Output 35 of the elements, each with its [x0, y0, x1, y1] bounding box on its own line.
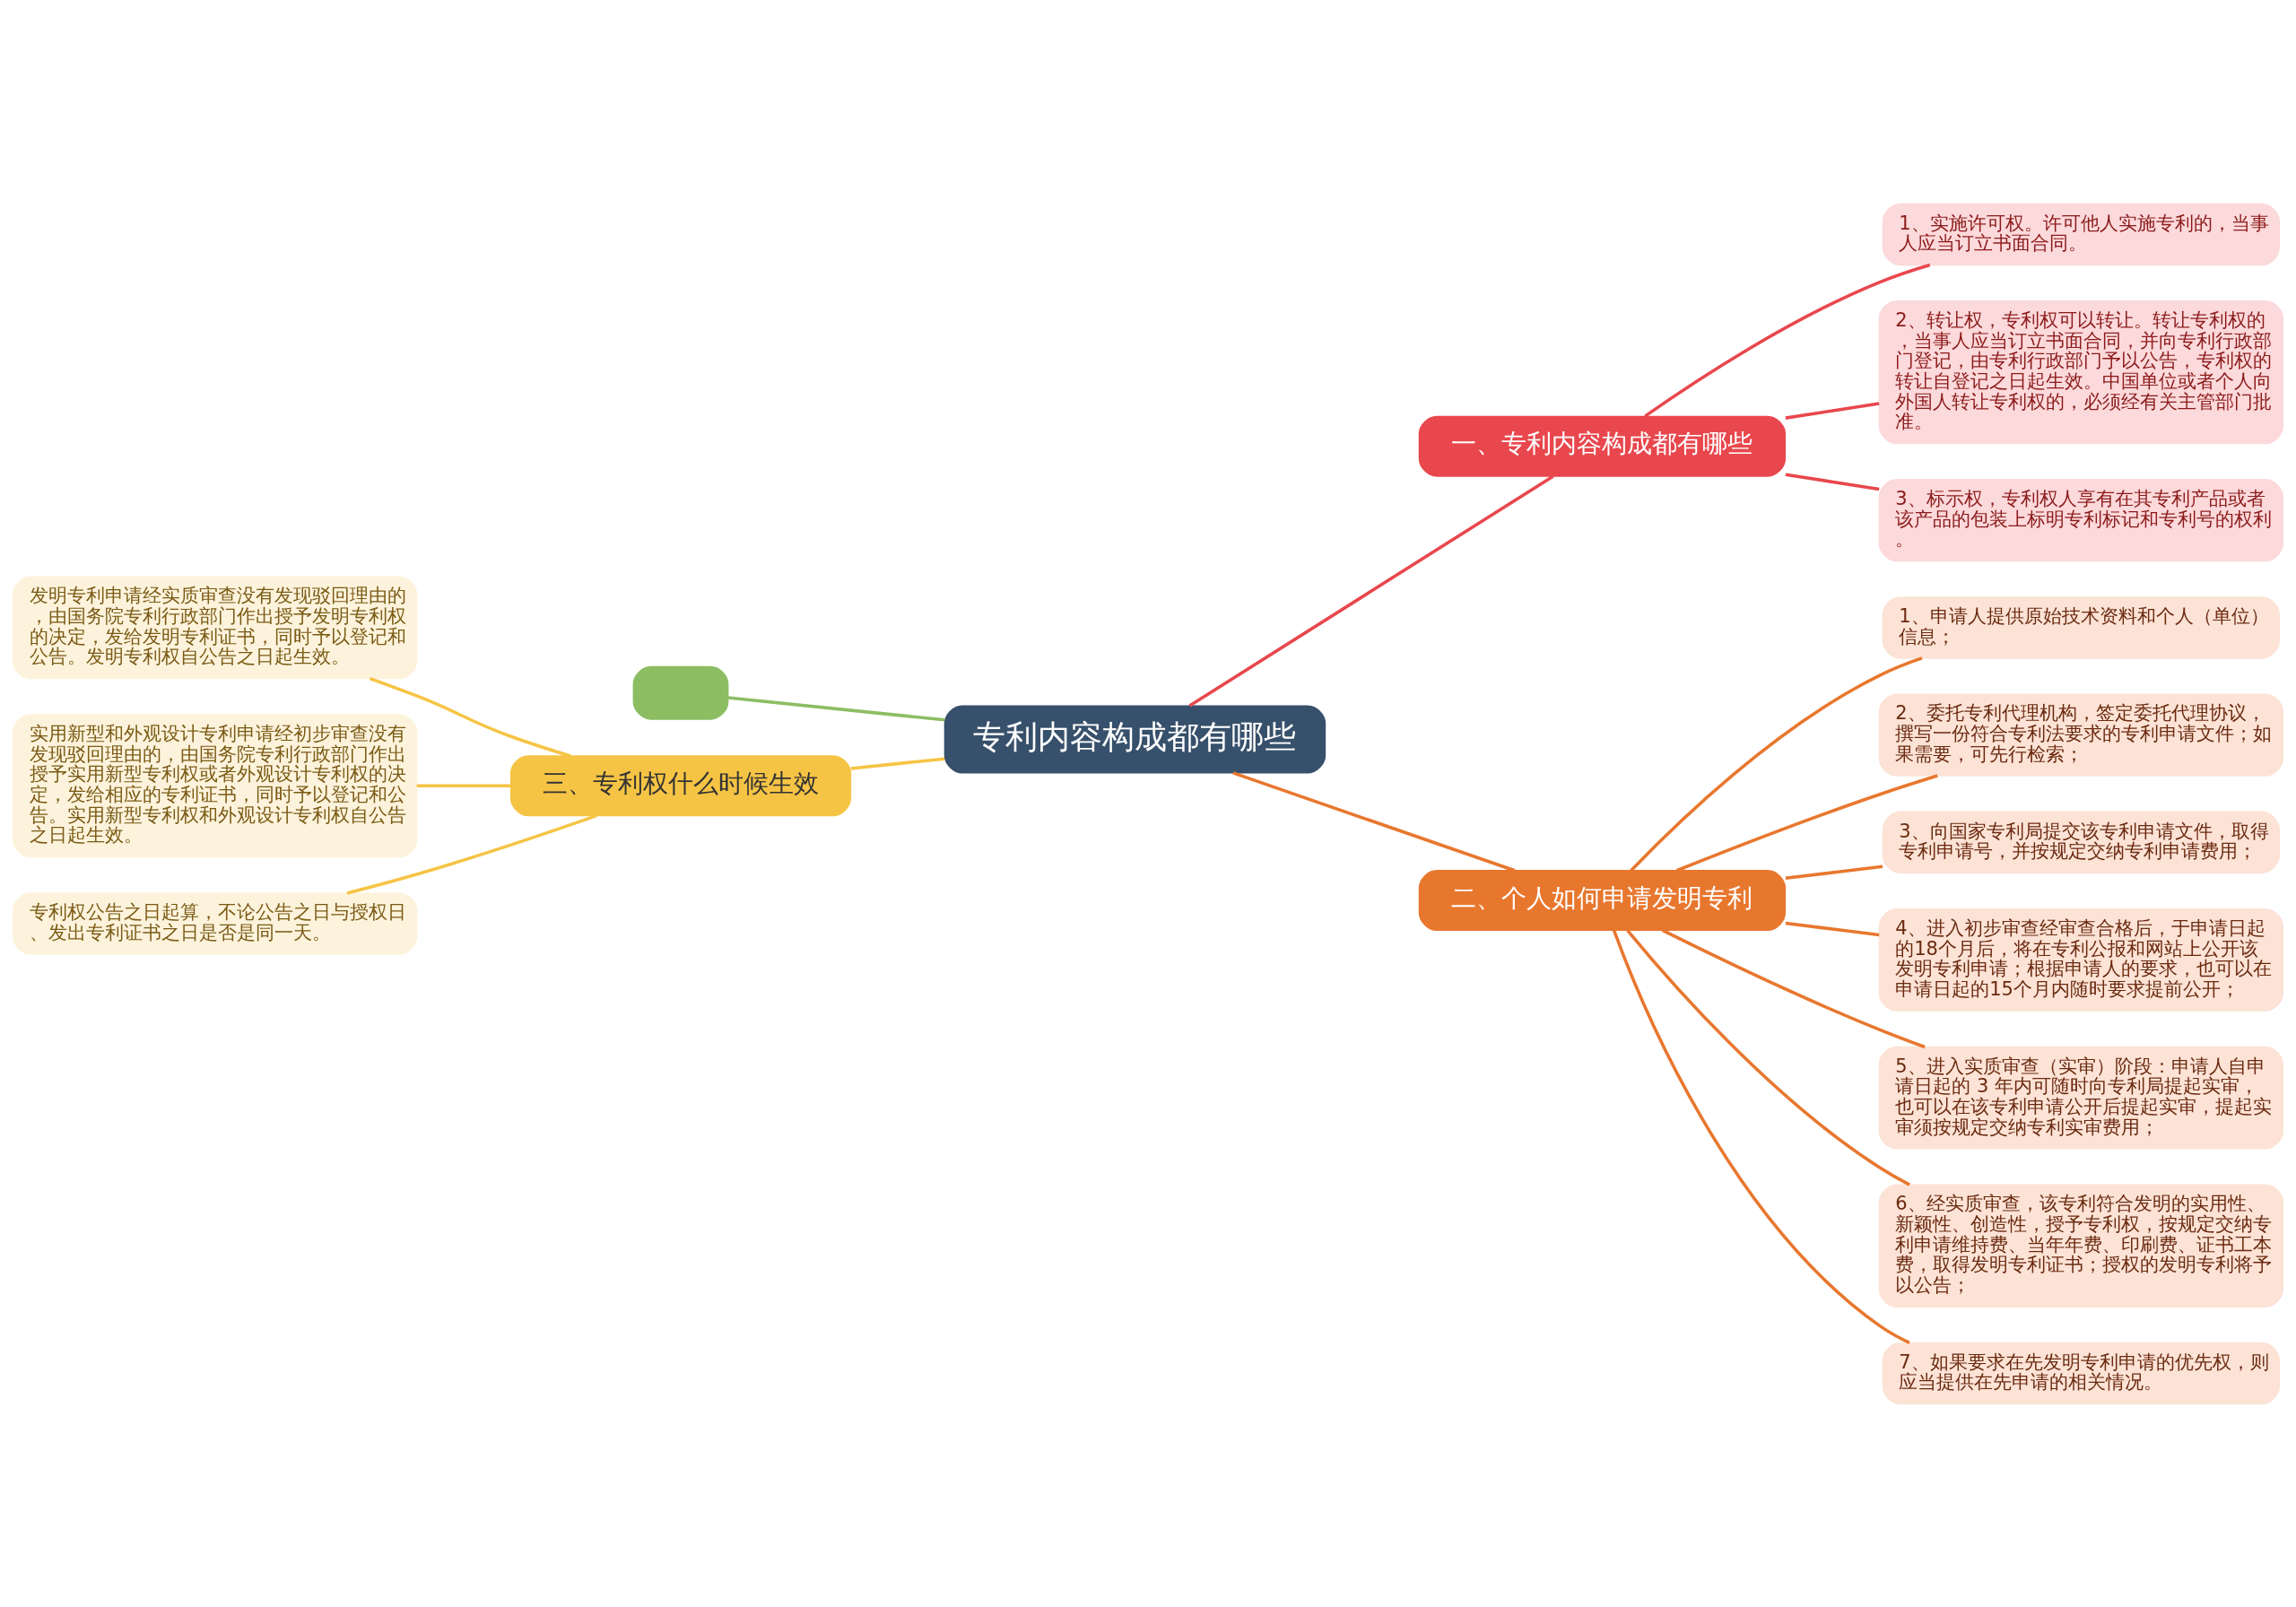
connector — [1232, 770, 1516, 872]
connector — [1785, 921, 1880, 936]
node-box: 专利内容构成都有哪些 — [944, 705, 1326, 773]
connector — [1675, 773, 1938, 872]
node-box: 6、经实质审查，该专利符合发明的实用性、新颖性、创造性，授予专利权，按规定交纳专利申请维持费、当年年费、印刷费、证书工本费，取得发明专利证书；授权的发明专利将予以公告； — [1878, 1183, 2284, 1307]
node-box: 三、专利权什么时候生效 — [509, 754, 852, 816]
node-box: 实用新型和外观设计专利申请经初步审查没有发现驳回理由的，由国务院专利行政部门作出授予实用新型专利权或者外观设计专利权的决定，发给相应的专利证书，同时予以登记和公告。实用新型专利权和外观设计专利权自公告之日起生效。 — [12, 713, 418, 857]
node-box: 5、进入实质审查（实审）阶段：申请人自申请日起的 3 年内可随时向专利局提起实审，也可以在该专利申请公开后提起实审，提起实审须按规定交纳专利实审费用； — [1878, 1046, 2284, 1150]
connector — [727, 695, 945, 722]
connector — [850, 756, 945, 770]
node-box: 发明专利申请经实质审查没有发现驳回理由的，由国务院专利行政部门作出授予发明专利权的决定，发给发明专利证书，同时予以登记和公告。发明专利权自公告之日起生效。 — [12, 576, 418, 679]
connector — [346, 813, 597, 895]
node-box: 二、个人如何申请发明专利 — [1418, 869, 1787, 931]
node-box: 1、实施许可权。许可他人实施专利的，当事人应当订立书面合同。 — [1882, 203, 2280, 265]
node-box: 1、申请人提供原始技术资料和个人（单位）信息； — [1882, 595, 2280, 659]
connector — [1661, 928, 1926, 1048]
connector — [1188, 474, 1554, 707]
connector — [416, 784, 511, 787]
connector — [1785, 472, 1880, 491]
node-box: 2、转让权，专利权可以转让。转让专利权的，当事人应当订立书面合同，并向专利行政部门登记，由专利行政部门予以公告，专利权的转让自登记之日起生效。中国单位或者个人向外国人转让专利权的，必须经有关主管部门批准。 — [1878, 300, 2284, 444]
node-box: 2、委托专利代理机构，签定委托代理协议，撰写一份符合专利法要求的专利申请文件；如果需要，可先行检索； — [1878, 693, 2284, 777]
node-box: 3、向国家专利局提交该专利申请文件，取得专利申请号，并按规定交纳专利申请费用； — [1882, 811, 2280, 873]
connector — [1644, 263, 1931, 418]
connector — [1785, 864, 1883, 880]
connector — [1630, 656, 1923, 872]
connector — [1612, 929, 1910, 1344]
connector — [1626, 928, 1910, 1186]
node-box: 7、如果要求在先发明专利申请的优先权，则应当提供在先申请的相关情况。 — [1882, 1342, 2280, 1404]
node-box — [632, 665, 729, 720]
node-box: 4、进入初步审查经审查合格后，于申请日起的18个月后，将在专利公报和网站上公开该发明专利申请；根据申请人的要求，也可以在申请日起的15个月内随时要求提前公开； — [1878, 908, 2284, 1012]
node-box: 3、标示权，专利权人享有在其专利产品或者该产品的包装上标明专利标记和专利号的权利。 — [1878, 478, 2284, 561]
node-box: 一、专利内容构成都有哪些 — [1418, 415, 1787, 477]
connector — [1785, 401, 1880, 420]
connector — [369, 676, 571, 758]
node-box: 专利权公告之日起算，不论公告之日与授权日、发出专利证书之日是否是同一天。 — [12, 891, 418, 955]
